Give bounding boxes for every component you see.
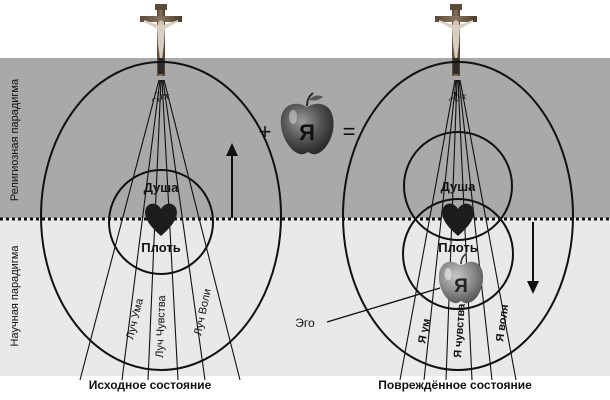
equals-sign: = <box>343 119 356 144</box>
right-ray-will-label: Я воля <box>494 304 511 343</box>
left-caption: Исходное состояние <box>89 378 212 392</box>
apple-letter: Я <box>299 120 315 145</box>
left-crucifix-icon <box>140 4 182 76</box>
right-caption: Повреждённое состояние <box>378 378 532 392</box>
right-ray-mind-label: Я ум <box>416 318 433 345</box>
left-soul-label: Душа <box>144 180 179 195</box>
down-arrow-icon <box>527 222 539 294</box>
ego-label: Эго <box>295 316 315 330</box>
right-crucifix-icon <box>435 4 477 76</box>
left-ray-feeling-label: Луч Чувства <box>154 294 168 358</box>
right-soul-label: Душа <box>441 179 476 194</box>
scientific-band <box>0 218 610 376</box>
right-heart-icon <box>442 203 474 236</box>
right-spirit-label: Дух <box>449 90 467 102</box>
right-outer-ellipse <box>342 61 574 371</box>
left-heart-icon <box>145 203 177 236</box>
religious-paradigm-label: Религиозная парадигма <box>9 78 21 201</box>
right-flesh-label: Плоть <box>438 240 477 255</box>
ego-apple-letter: Я <box>454 276 468 297</box>
left-rays <box>79 79 241 381</box>
left-spirit-label: Дух <box>152 90 170 102</box>
ego-apple-icon <box>438 253 484 304</box>
ego-pointer-line <box>326 287 441 323</box>
right-flesh-circle <box>402 198 514 310</box>
apple-icon <box>280 92 334 155</box>
right-soul-circle <box>403 131 513 241</box>
right-ray-feeling-label: Я чувства <box>452 302 468 358</box>
plus-sign: + <box>259 119 272 144</box>
equation: + Я = <box>259 92 356 155</box>
right-diagram: Дух Душа Плоть Я Эго Я ум Я чувства Я во… <box>295 4 574 392</box>
scientific-paradigm-label: Научная парадигма <box>9 245 21 347</box>
up-arrow-icon <box>226 143 238 218</box>
left-flesh-label: Плоть <box>141 240 180 255</box>
left-soul-circle <box>108 169 214 275</box>
left-outer-ellipse <box>40 61 282 371</box>
right-rays <box>399 79 517 381</box>
